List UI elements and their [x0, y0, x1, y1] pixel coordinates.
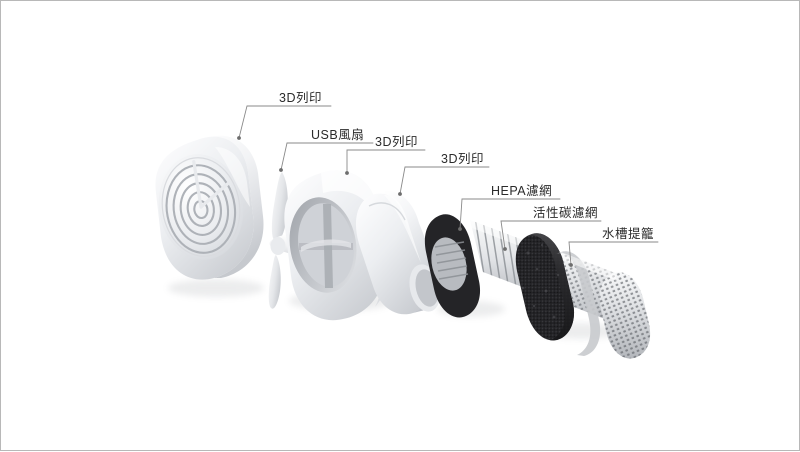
leader-line-fan-shroud — [346, 149, 426, 174]
leader-dot-hepa-filter — [458, 227, 462, 231]
callout-label-carbon-filter: 活性碳濾網 — [533, 206, 599, 220]
grille-spokes — [192, 159, 232, 209]
callout-label-usb-fan: USB風扇 — [311, 128, 365, 142]
leader-line-cone-housing — [399, 166, 490, 195]
leader-line-front-grille — [238, 105, 332, 139]
part-front-grille — [155, 135, 264, 280]
shroud-vanes — [299, 204, 353, 288]
callout-anchor-dots — [237, 136, 573, 267]
leader-line-water-basket — [568, 241, 659, 266]
callout-label-front-grille: 3D列印 — [279, 91, 322, 105]
leader-dot-usb-fan — [279, 168, 283, 172]
callout-label-fan-shroud: 3D列印 — [375, 135, 418, 149]
leader-line-usb-fan — [280, 142, 374, 171]
leader-dot-fan-shroud — [345, 171, 349, 175]
callout-label-water-basket: 水槽提籠 — [602, 227, 655, 241]
part-carbon-filter — [515, 233, 575, 341]
leader-dot-cone-housing — [398, 192, 402, 196]
leader-line-carbon-filter — [500, 220, 602, 250]
leader-dot-carbon-filter — [503, 247, 507, 251]
callout-label-hepa-filter: HEPA濾網 — [491, 184, 553, 198]
part-water-basket — [556, 251, 651, 359]
leader-dot-water-basket — [569, 263, 573, 267]
leader-dot-front-grille — [237, 136, 241, 140]
callout-leader-lines — [238, 105, 659, 266]
callout-label-cone-housing: 3D列印 — [441, 152, 484, 166]
part-cone-housing — [355, 190, 441, 315]
leader-line-hepa-filter — [459, 198, 561, 230]
